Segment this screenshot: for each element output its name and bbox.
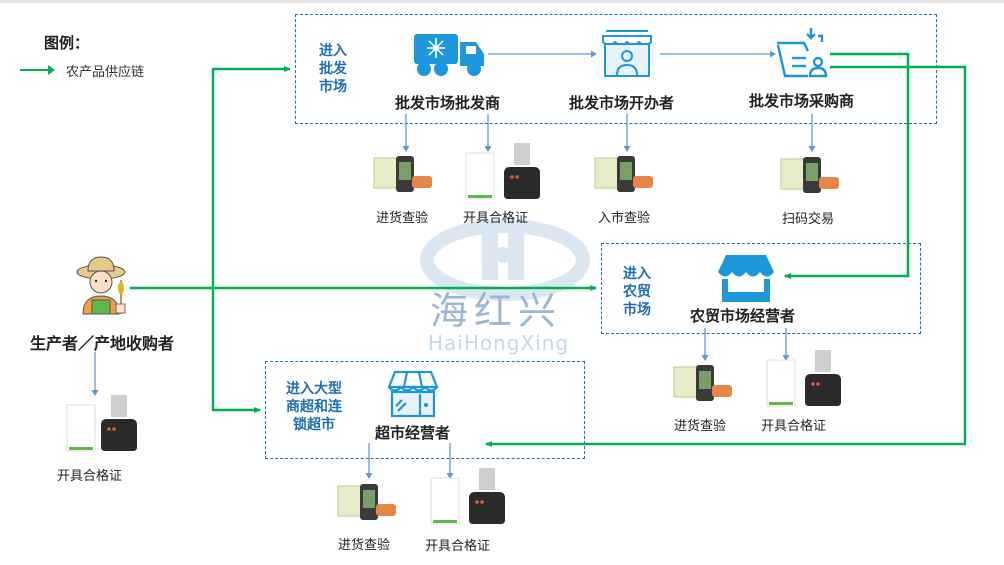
node-supermarket-vendor-label: 超市经营者 (375, 424, 451, 442)
watermark-logo (420, 219, 590, 301)
legend-title: 图例： (44, 34, 90, 52)
chain-branch-to-wholesale (211, 66, 291, 288)
legend-arrow-icon (48, 65, 55, 75)
zone-label-farmers-market: 进入 农贸 市场 (617, 265, 657, 319)
zone-supermarket (265, 361, 585, 459)
watermark-cn: 海红兴 (430, 289, 563, 333)
action-label: 进货查验 (338, 538, 391, 553)
zone-label-line: 进入大型 (286, 381, 342, 397)
scan-inspection-icon (673, 365, 732, 401)
certificate-printer-icon (66, 395, 137, 452)
scan-inspection-icon (373, 156, 432, 192)
node-wholesale-buyer-label: 批发市场采购商 (749, 92, 855, 110)
chain-buyer-to-supermarket (485, 65, 967, 447)
action-label: 开具合格证 (761, 419, 827, 434)
zone-farmers-market (601, 243, 921, 334)
node-farmers-market-vendor-label: 农贸市场经营者 (690, 307, 796, 325)
chain-branch-to-supermarket (211, 288, 261, 413)
scan-inspection-icon (337, 484, 396, 520)
zone-label-line: 市场 (319, 79, 347, 95)
action-label: 扫码交易 (782, 212, 835, 227)
legend-supply-chain-line (20, 69, 50, 71)
shop-awning-icon (718, 255, 774, 302)
action-label: 进货查验 (376, 211, 429, 226)
action-label: 开具合格证 (463, 211, 529, 226)
zone-label-line: 市场 (623, 302, 651, 318)
action-label: 进货查验 (674, 419, 727, 434)
supply-chain-lines (130, 52, 967, 447)
zone-label-line: 进入 (319, 43, 347, 59)
zone-label-line: 进入 (623, 266, 651, 282)
refrigerated-truck-icon (414, 34, 484, 76)
zone-label-line: 批发 (319, 61, 347, 77)
zone-label-supermarket: 进入大型 商超和连 锁超市 (276, 380, 352, 434)
action-label: 开具合格证 (425, 539, 491, 554)
certificate-printer-icon (430, 468, 505, 525)
node-wholesaler-label: 批发市场批发商 (395, 94, 501, 112)
zone-label-wholesale: 进入 批发 市场 (313, 42, 353, 96)
storefront-icon (387, 370, 439, 418)
market-stall-person-icon (602, 30, 652, 77)
node-market-operator-label: 批发市场开办者 (569, 94, 675, 112)
top-border (0, 0, 1004, 3)
purchase-basket-person-icon (776, 28, 828, 78)
node-producer-label: 生产者／产地收购者 (30, 334, 175, 353)
scan-trade-icon (780, 157, 839, 193)
zone-label-line: 商超和连 (286, 399, 342, 415)
scan-inspection-icon (594, 156, 653, 192)
certificate-printer-icon (465, 143, 540, 200)
zone-label-line: 锁超市 (293, 417, 335, 433)
farmer-icon (76, 256, 126, 315)
legend-supply-chain-label: 农产品供应链 (66, 65, 145, 80)
certificate-printer-icon (766, 350, 841, 407)
zone-wholesale-market (295, 14, 937, 124)
watermark-en: HaiHongXing (428, 331, 570, 355)
chain-buyer-to-farmers-market (784, 52, 910, 279)
action-label: 入市查验 (598, 211, 651, 226)
action-label: 开具合格证 (57, 469, 123, 484)
zone-label-line: 农贸 (623, 284, 651, 300)
